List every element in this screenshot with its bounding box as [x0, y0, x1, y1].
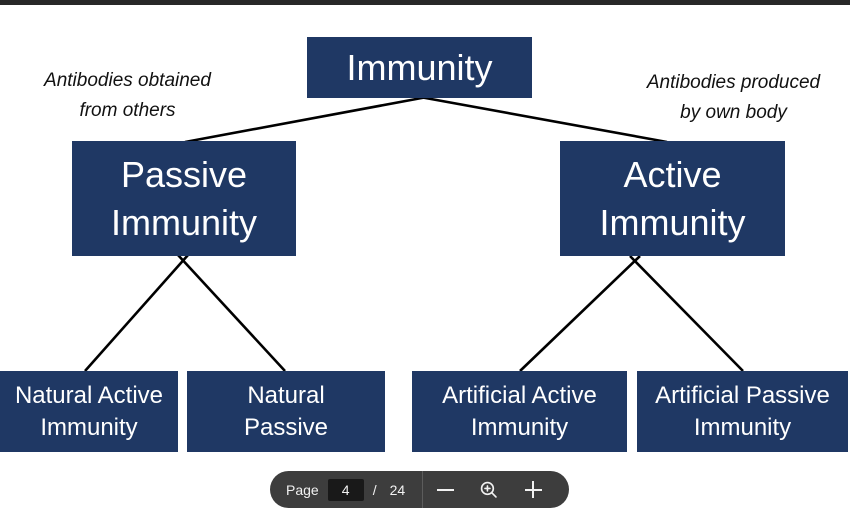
toolbar-divider — [422, 471, 424, 508]
node-label-line: Active — [623, 153, 722, 195]
connector — [177, 254, 286, 372]
page-label: Page — [286, 481, 319, 498]
annotation-line: Antibodies produced — [646, 72, 821, 93]
connector — [519, 255, 641, 372]
annotation-antibodies-produced: Antibodies produced by own body — [616, 68, 850, 128]
node-natural-passive: Natural Passive — [187, 371, 385, 452]
node-label-line: Artificial Passive — [655, 381, 830, 409]
zoom-out-button[interactable] — [423, 471, 467, 508]
annotation-line: Antibodies obtained — [44, 70, 211, 91]
node-label-line: Artificial Active — [442, 381, 597, 409]
annotation-line: from others — [79, 100, 176, 121]
total-pages: 24 — [389, 481, 406, 498]
node-label-line: Immunity — [110, 201, 258, 243]
zoom-in-button[interactable] — [511, 471, 555, 508]
pdf-toolbar: Page / 24 — [270, 471, 569, 508]
annotation-antibodies-obtained: Antibodies obtained from others — [10, 66, 245, 126]
node-label: Immunity — [346, 46, 493, 88]
node-label-line: Passive — [243, 413, 329, 441]
minus-icon — [436, 488, 454, 491]
top-edge-bar — [0, 0, 850, 5]
node-active-immunity: Active Immunity — [560, 141, 785, 256]
node-artificial-passive-immunity: Artificial Passive Immunity — [637, 371, 848, 452]
node-immunity: Immunity — [307, 37, 532, 98]
node-natural-active-immunity: Natural Active Immunity — [0, 371, 178, 452]
node-label-line: Natural — [247, 381, 325, 409]
zoom-in-magnifier-icon — [480, 481, 497, 498]
zoom-tool-button[interactable] — [467, 471, 511, 508]
plus-icon — [524, 481, 542, 498]
node-label-line: Immunity — [470, 413, 569, 441]
node-label-line: Passive — [120, 153, 248, 195]
connector — [84, 254, 189, 372]
annotation-line: by own body — [680, 102, 787, 123]
page-separator: / — [372, 481, 377, 498]
node-artificial-active-immunity: Artificial Active Immunity — [412, 371, 627, 452]
node-label-line: Immunity — [599, 201, 746, 243]
node-label-line: Immunity — [40, 413, 138, 441]
node-label-line: Immunity — [693, 413, 792, 441]
node-label-line: Natural Active — [14, 381, 164, 409]
node-passive-immunity: Passive Immunity — [72, 141, 296, 256]
page-number-input[interactable] — [327, 478, 364, 501]
connector — [629, 255, 744, 372]
